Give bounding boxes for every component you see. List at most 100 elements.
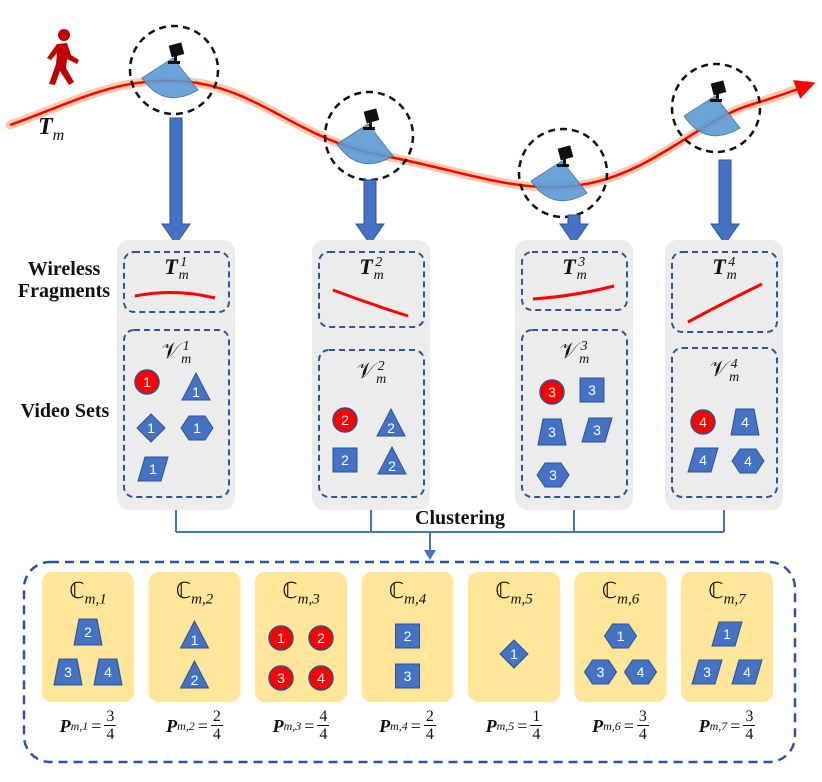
cluster-title-6: ℂm,6 (575, 580, 667, 610)
cluster-item-parallelogram: 4 (731, 659, 763, 685)
cluster-card-4: 23 (361, 572, 454, 702)
fraction-numerator: 3 (636, 708, 649, 726)
video-item-circle-red: 1 (134, 369, 160, 395)
video-set-base: 𝒱 (356, 358, 376, 384)
fraction-denominator: 4 (319, 726, 328, 743)
equals-sign: = (623, 715, 634, 736)
video-set-sup: 1 (182, 339, 190, 354)
camera-cone (530, 160, 588, 202)
shape-number: 2 (84, 624, 92, 640)
video-set-box (123, 329, 230, 498)
cluster-title-sub: m,6 (617, 591, 640, 608)
shape-number: 3 (548, 424, 556, 440)
panel-background (665, 240, 783, 510)
fragment-trajectory (687, 282, 763, 324)
cluster-title-sub: m,1 (84, 591, 107, 608)
camera-coverage-2 (323, 90, 415, 182)
fraction-denominator: 4 (638, 726, 647, 743)
fragment-sub: m (373, 268, 384, 283)
cluster-item-parallelogram: 1 (711, 621, 743, 647)
shape-number: 1 (149, 461, 157, 477)
camera-cone (141, 57, 199, 99)
camera-cone (683, 95, 741, 137)
video-set-base: 𝒱 (559, 338, 579, 364)
probability-symbol: P (272, 715, 284, 736)
video-sets-label: Video Sets (20, 400, 110, 422)
cluster-item-trapezoid: 2 (73, 618, 103, 646)
shape-number: 1 (143, 374, 151, 390)
camera-cone (336, 123, 394, 165)
shape-number: 2 (341, 452, 349, 468)
fraction-denominator: 4 (532, 726, 541, 743)
fragment-base: T (562, 254, 576, 280)
cluster-item-hexagon: 1 (603, 623, 638, 649)
video-item-hexagon: 1 (180, 415, 214, 441)
cctv-camera-icon (363, 108, 380, 130)
cluster-title-base: ℂ (282, 578, 298, 603)
coverage-circle (128, 24, 220, 116)
probability-symbol: P (592, 715, 604, 736)
video-set-base: 𝒱 (161, 338, 181, 364)
probability-symbol: P (485, 715, 497, 736)
fragment-sup: 4 (728, 255, 736, 270)
cluster-card-6: 1 3 4 (574, 572, 667, 702)
cluster-item-circle-red: 4 (308, 665, 334, 691)
cctv-camera-icon (557, 145, 574, 167)
video-set-sub: m (729, 370, 740, 385)
cluster-item-triangle: 2 (179, 659, 210, 689)
shape-number: 2 (317, 630, 325, 646)
video-set-box (318, 349, 425, 498)
cluster-card-3: 1 2 3 4 (255, 572, 347, 702)
down-arrow-4 (710, 159, 740, 245)
shape-number: 3 (593, 422, 601, 438)
shape-number: 1 (277, 630, 285, 646)
cluster-item-trapezoid: 4 (93, 658, 123, 686)
cluster-title-base: ℂ (388, 578, 405, 603)
shape-number: 1 (192, 384, 200, 400)
probability-sub: m,6 (603, 718, 621, 733)
shape-number: 3 (277, 670, 285, 686)
cluster-item-circle-red: 1 (268, 625, 294, 651)
shape-number: 1 (193, 420, 201, 436)
fraction-denominator: 4 (745, 726, 754, 743)
fragment-sub: m (178, 268, 189, 283)
shape-number: 1 (723, 626, 731, 642)
fragment-trajectory (332, 288, 409, 318)
down-arrow-3 (559, 214, 589, 245)
shape-number: 1 (510, 646, 518, 662)
shape-number: 2 (191, 672, 199, 688)
cluster-title-sub: m,3 (297, 591, 320, 608)
video-item-circle-red: 4 (690, 409, 716, 435)
equals-sign: = (91, 715, 102, 736)
shape-number: 4 (637, 664, 645, 680)
fragment-base: T (164, 254, 178, 280)
cluster-item-hexagon: 3 (583, 659, 618, 685)
equals-sign: = (517, 715, 528, 736)
shape-number: 2 (404, 628, 412, 644)
cluster-title-3: ℂm,3 (255, 580, 347, 610)
probability-symbol: P (379, 715, 391, 736)
cluster-title-4: ℂm,4 (362, 580, 454, 610)
shape-number: 2 (341, 412, 349, 428)
walking-person-icon (47, 29, 79, 85)
fragment-base: T (712, 254, 726, 280)
cluster-item-trapezoid: 3 (53, 658, 83, 686)
equals-sign: = (730, 715, 741, 736)
video-set-sup: 2 (377, 359, 385, 374)
trajectory-glow (5, 76, 813, 192)
down-arrow-1 (161, 117, 191, 245)
cluster-background (468, 572, 560, 702)
